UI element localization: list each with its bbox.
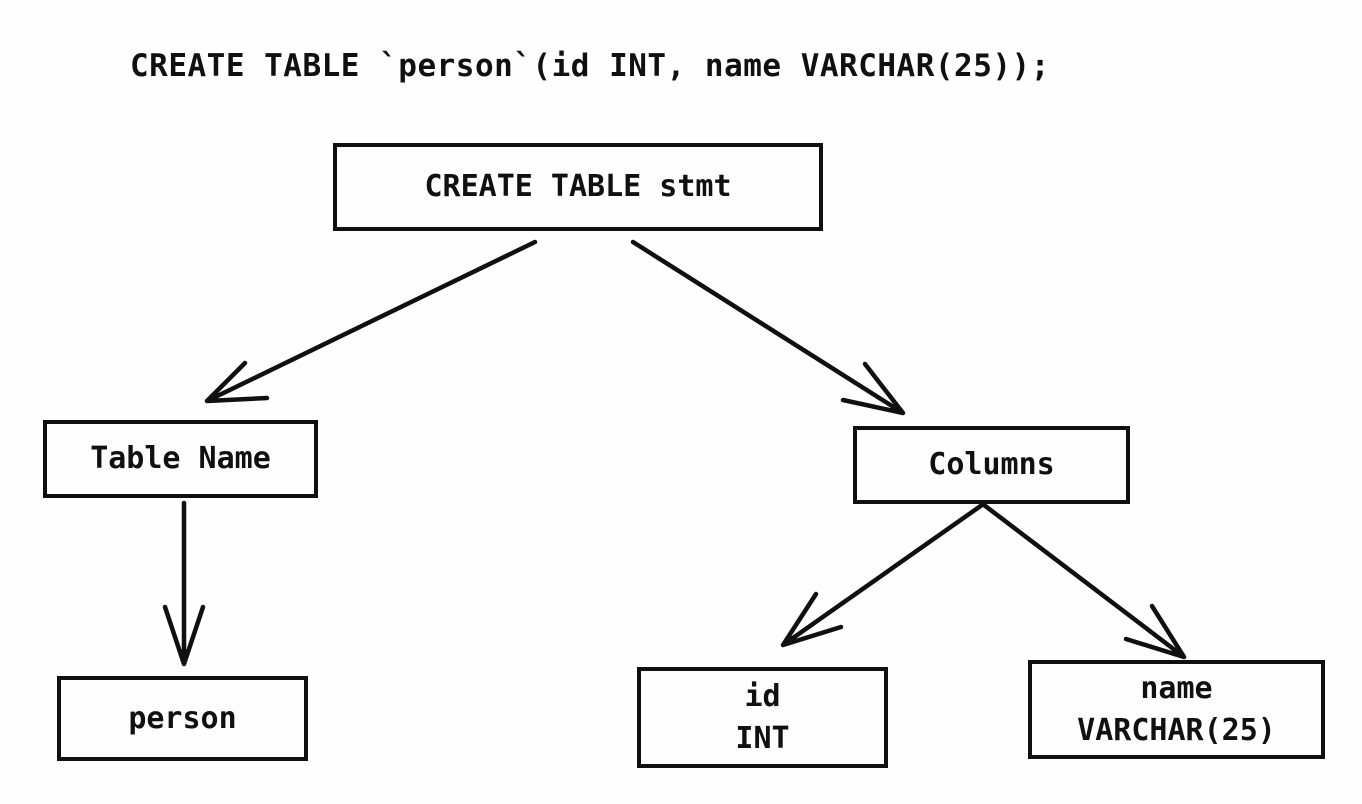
edge-stmt-to-table-name-arrow: [204, 239, 538, 404]
edge-columns-to-id-arrow: [780, 502, 985, 648]
node-person-label: person: [128, 700, 237, 736]
node-id-int-type-line: INT: [735, 720, 790, 756]
node-id-int-name-line: id: [744, 679, 781, 715]
node-create-table-stmt: CREATE TABLE stmt: [333, 143, 823, 231]
node-columns-label: Columns: [928, 447, 1055, 483]
node-columns: Columns: [853, 426, 1130, 504]
sql-statement-text: CREATE TABLE `person`(id INT, name VARCH…: [130, 48, 1050, 84]
node-name-varchar-type-line: VARCHAR(25): [1077, 712, 1276, 748]
node-table-name: Table Name: [43, 420, 318, 498]
edge-table-name-to-person-arrow: [162, 500, 206, 667]
node-create-table-stmt-label: CREATE TABLE stmt: [424, 169, 732, 205]
edge-columns-to-name-arrow: [981, 502, 1187, 660]
node-table-name-label: Table Name: [90, 441, 271, 477]
node-person: person: [57, 676, 308, 761]
edge-stmt-to-columns-arrow: [630, 239, 906, 416]
node-name-varchar-name-line: name: [1140, 671, 1213, 707]
node-id-int: id INT: [637, 667, 888, 768]
node-name-varchar: name VARCHAR(25): [1028, 660, 1325, 759]
